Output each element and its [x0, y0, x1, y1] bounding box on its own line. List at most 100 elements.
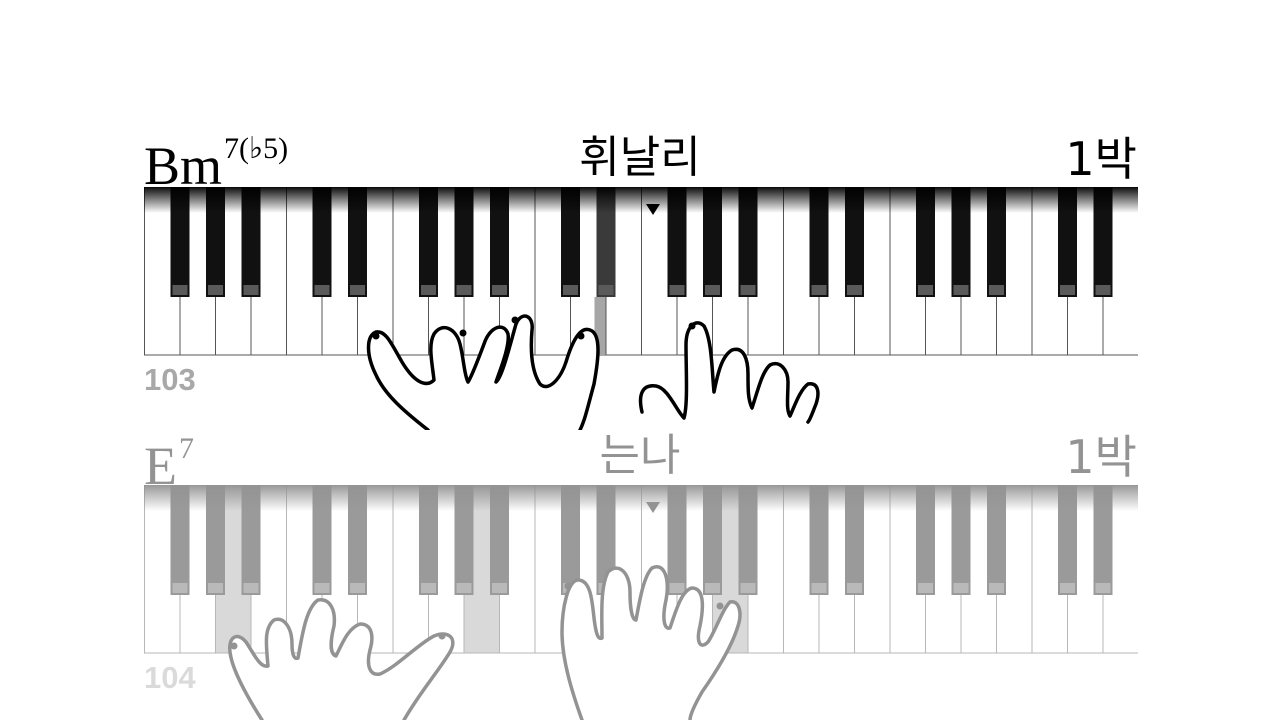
- black-key: [845, 187, 864, 297]
- chord-panel-104: E7 는나 1박 104: [0, 430, 1280, 720]
- black-key-bevel: [172, 285, 188, 295]
- white-key: [712, 485, 749, 654]
- black-key: [312, 187, 332, 297]
- black-key-bevel: [953, 285, 969, 295]
- black-key-bevel: [847, 285, 862, 295]
- lyric-text: 휘날리: [579, 132, 701, 183]
- black-key: [1093, 187, 1113, 297]
- black-key-bevel: [705, 583, 720, 593]
- black-key: [206, 187, 225, 297]
- black-key: [170, 485, 190, 595]
- white-key: [925, 485, 962, 654]
- black-key: [667, 187, 687, 297]
- black-key: [1058, 485, 1077, 595]
- white-key: [179, 485, 216, 654]
- black-key: [206, 485, 225, 595]
- black-key: [845, 485, 864, 595]
- black-key: [667, 485, 687, 595]
- black-key-bevel: [350, 285, 365, 295]
- black-key-bevel: [1060, 583, 1075, 593]
- black-key: [561, 485, 580, 595]
- piano-keyboard: [144, 485, 1138, 654]
- black-key-bevel: [705, 285, 720, 295]
- white-key: [676, 485, 713, 654]
- black-key-bevel: [847, 583, 862, 593]
- white-key: [392, 485, 429, 654]
- white-key: [570, 485, 607, 654]
- black-key-bevel: [172, 583, 188, 593]
- black-key: [987, 485, 1006, 595]
- measure-number: 103: [144, 362, 196, 397]
- chord-root: Bm: [144, 136, 223, 196]
- black-key: [348, 485, 367, 595]
- black-key: [596, 485, 616, 595]
- black-key: [1058, 187, 1077, 297]
- black-key-bevel: [811, 583, 827, 593]
- black-key-bevel: [208, 583, 223, 593]
- black-key-bevel: [669, 285, 685, 295]
- white-key: [818, 485, 855, 654]
- chord-extension: 7: [179, 432, 194, 465]
- white-key: [996, 485, 1033, 654]
- white-key: [783, 485, 820, 654]
- black-key: [419, 485, 438, 595]
- black-key: [454, 187, 474, 297]
- chord-extension: 7(♭5): [224, 132, 289, 165]
- black-key-bevel: [314, 583, 330, 593]
- white-key: [1067, 485, 1104, 654]
- white-key: [1031, 485, 1068, 654]
- black-key-bevel: [989, 285, 1004, 295]
- black-key: [561, 187, 580, 297]
- black-key-bevel: [989, 583, 1004, 593]
- chord-root: E: [144, 436, 177, 496]
- black-key-bevel: [953, 583, 969, 593]
- white-key: [499, 485, 536, 654]
- white-key: [250, 485, 287, 654]
- white-key: [286, 485, 323, 654]
- black-key-bevel: [314, 285, 330, 295]
- triangle-down-icon: [646, 502, 660, 513]
- beat-count: 1박: [1065, 430, 1137, 484]
- black-key-bevel: [740, 583, 756, 593]
- white-key: [534, 485, 571, 654]
- white-key: [357, 485, 394, 654]
- black-key: [951, 187, 971, 297]
- white-key: [321, 485, 358, 654]
- black-key-bevel: [811, 285, 827, 295]
- black-key-bevel: [243, 583, 259, 593]
- black-key-bevel: [1095, 583, 1111, 593]
- black-key-bevel: [243, 285, 259, 295]
- white-key: [144, 485, 181, 654]
- black-key-bevel: [350, 583, 365, 593]
- black-key: [987, 187, 1006, 297]
- black-key-bevel: [918, 583, 933, 593]
- lyric-text: 는나: [599, 430, 681, 481]
- black-key: [1093, 485, 1113, 595]
- white-key: [463, 485, 500, 654]
- black-key-bevel: [1095, 285, 1111, 295]
- black-key: [738, 485, 758, 595]
- black-key: [348, 187, 367, 297]
- black-key-bevel: [598, 285, 614, 295]
- chord-panel-103: Bm7(♭5) 휘날리 1박 103: [144, 132, 1138, 430]
- triangle-down-icon: [646, 204, 660, 215]
- black-key: [170, 187, 190, 297]
- black-key-bevel: [421, 583, 436, 593]
- white-key: [215, 485, 252, 654]
- chord-name: Bm7(♭5): [144, 132, 289, 196]
- black-key: [490, 187, 509, 297]
- black-key-bevel: [1060, 285, 1075, 295]
- black-key-bevel: [421, 285, 436, 295]
- black-key-bevel: [208, 285, 223, 295]
- black-key: [419, 187, 438, 297]
- white-key: [1102, 485, 1138, 654]
- black-key-bevel: [669, 583, 685, 593]
- piano-keyboard: [144, 187, 1138, 356]
- black-key: [809, 187, 829, 297]
- white-key: [605, 485, 642, 654]
- black-key: [809, 485, 829, 595]
- black-key: [241, 485, 261, 595]
- beat-count: 1박: [1065, 132, 1137, 186]
- black-key: [490, 485, 509, 595]
- black-key-bevel: [492, 583, 507, 593]
